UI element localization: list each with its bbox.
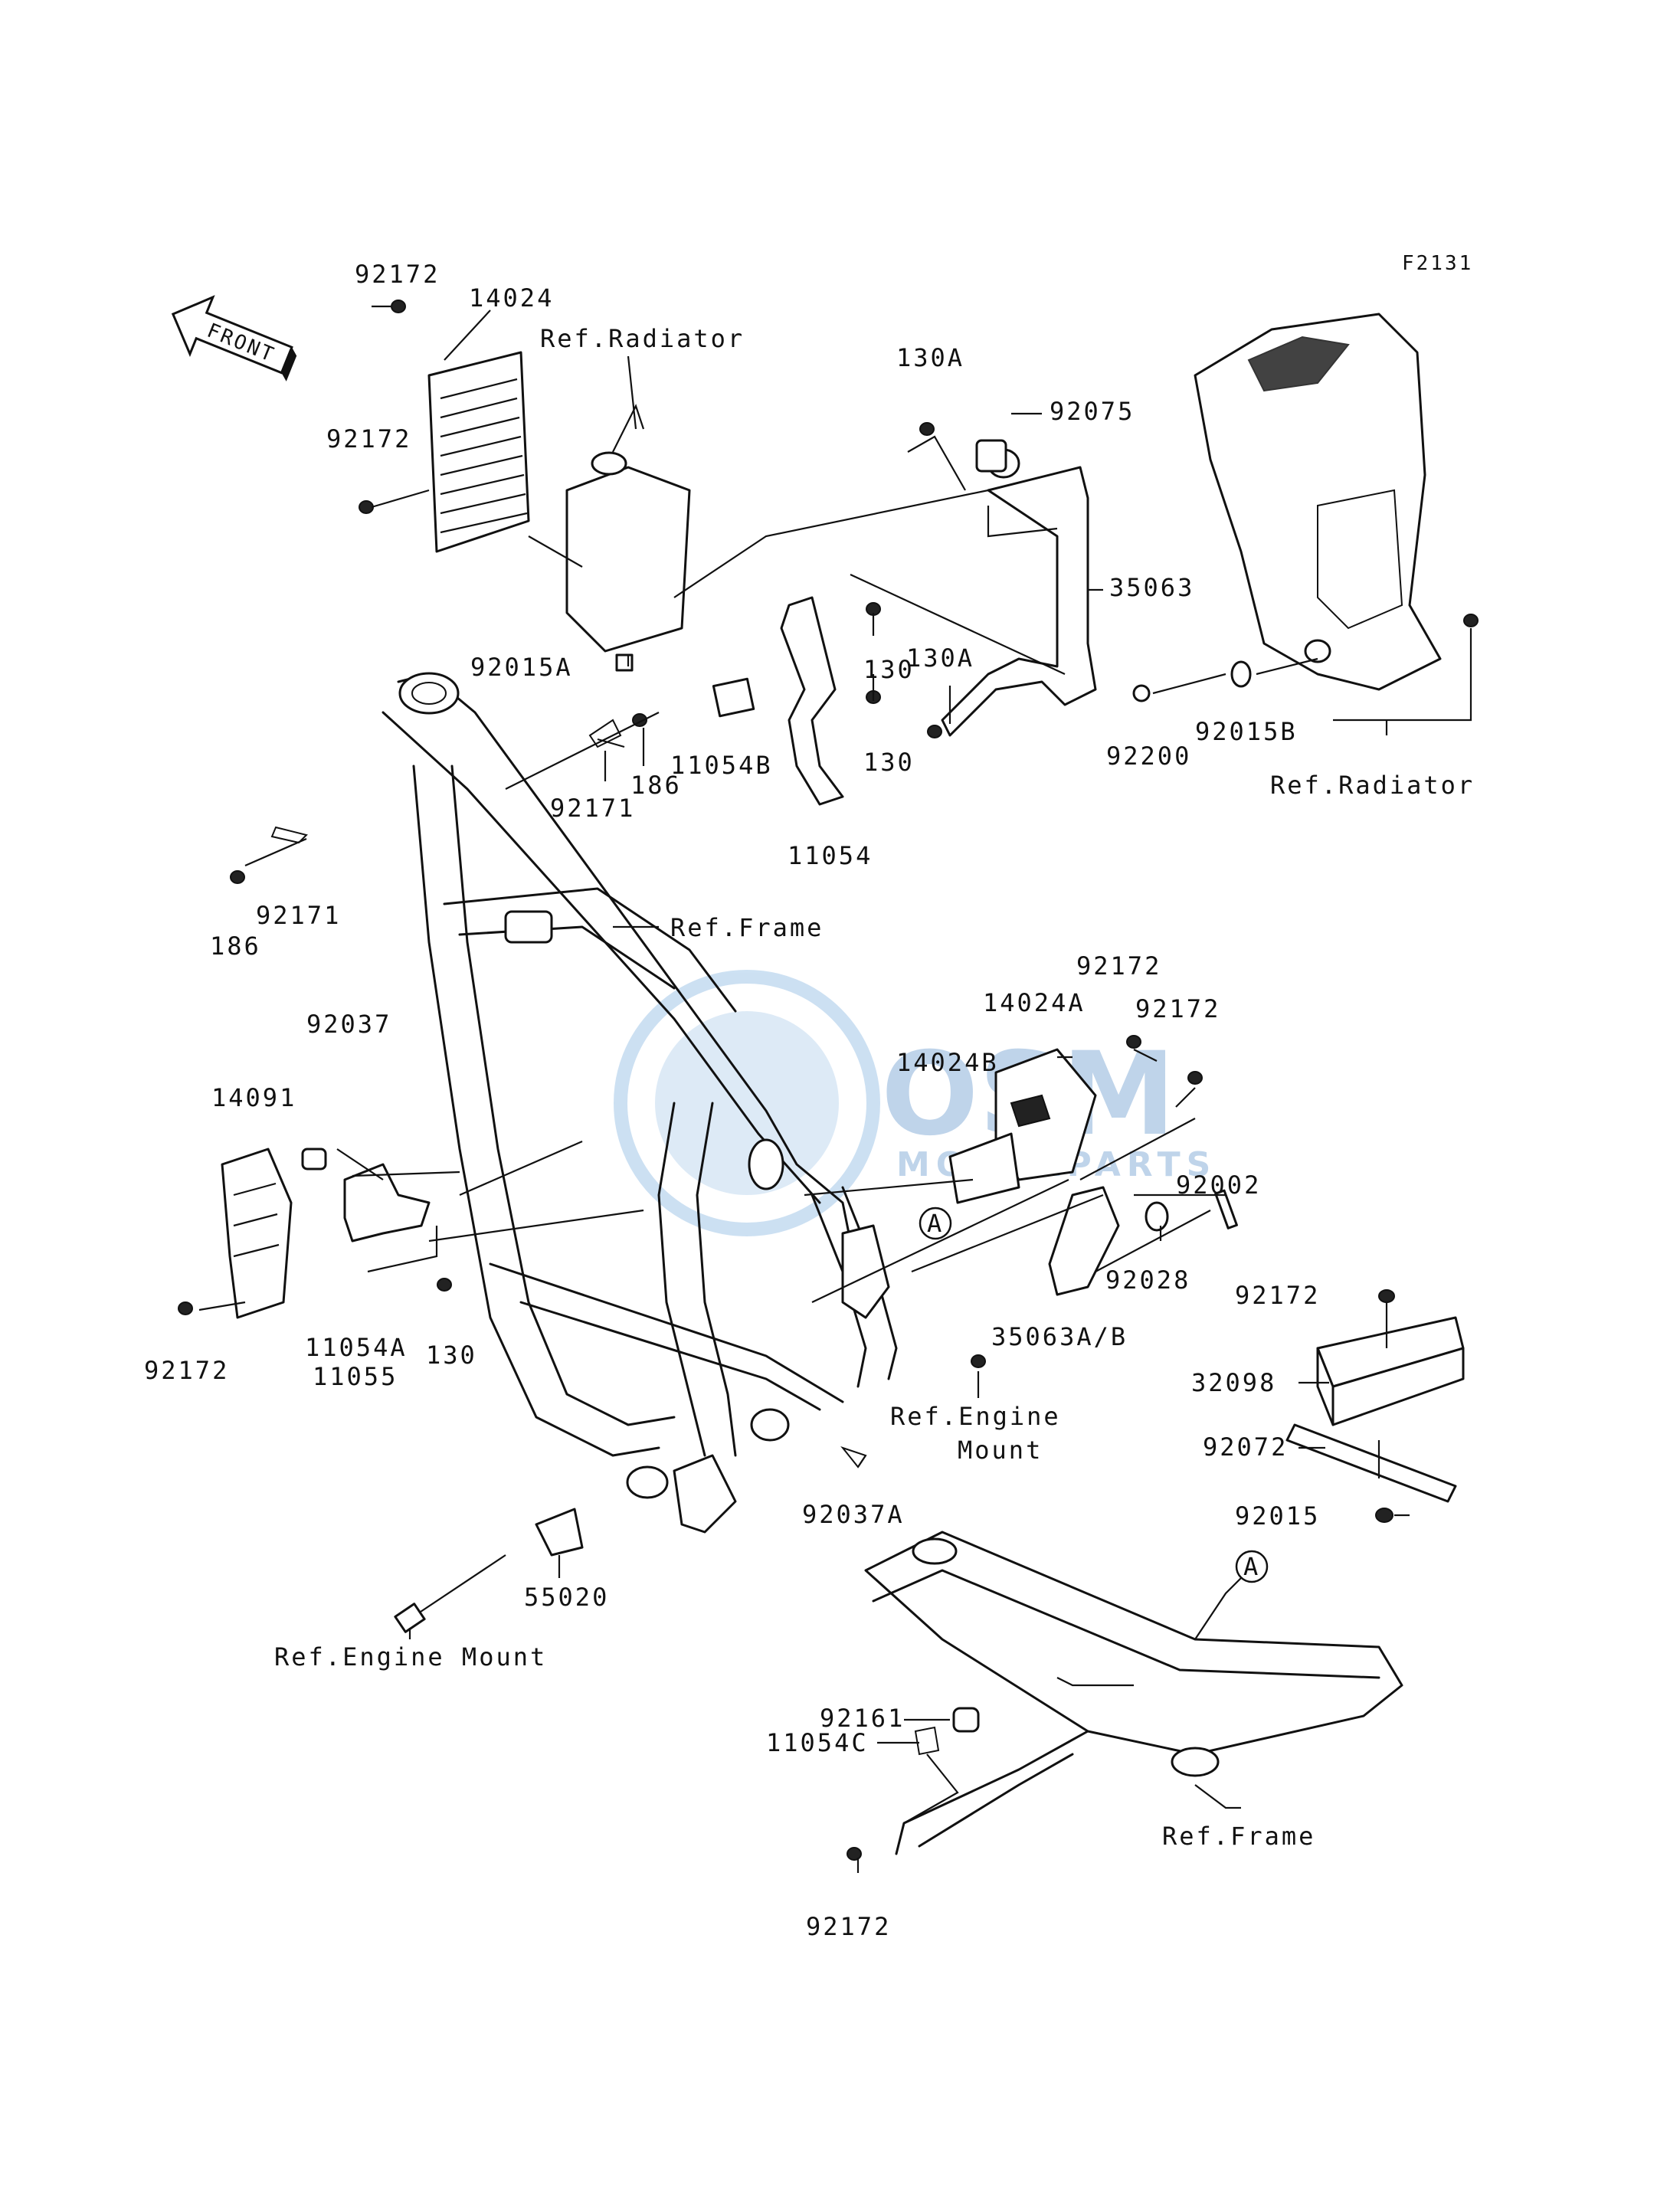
part-label-14091: 14091 <box>211 1083 296 1112</box>
radiator-guard-14024 <box>427 351 530 553</box>
toolbox-32098 <box>1316 1316 1465 1426</box>
part-label-55020: 55020 <box>524 1583 609 1612</box>
frame-lower-bracket <box>673 1454 737 1534</box>
callout-a-2-label: A <box>1243 1552 1260 1581</box>
frame-cradle-rear <box>696 1102 737 1457</box>
radiator-side-cover <box>1194 313 1442 691</box>
part-label-92200: 92200 <box>1106 742 1191 771</box>
figure-code: F2131 <box>1402 252 1473 275</box>
part-label-92161: 92161 <box>820 1704 905 1733</box>
part-label-11054: 11054 <box>788 841 873 870</box>
guard-14024b <box>948 1132 1020 1204</box>
lower-mount-boss <box>626 1465 669 1499</box>
frame-downtube-front <box>412 765 660 1457</box>
callout-a-1: A <box>919 1207 952 1240</box>
strap-92072 <box>1285 1423 1457 1503</box>
plate-14091 <box>221 1148 293 1319</box>
part-label-92172-b: 92172 <box>326 424 411 453</box>
frame-gusset <box>504 910 553 944</box>
part-label-92037: 92037 <box>306 1010 391 1039</box>
ref-radiator-top: Ref.Radiator <box>540 324 745 353</box>
ref-engine-mount-bottom: Ref.Engine Mount <box>274 1642 547 1671</box>
part-label-11054b: 11054B <box>670 751 773 780</box>
watermark-ring <box>614 970 880 1236</box>
ref-frame-main: Ref.Frame <box>670 913 824 942</box>
part-label-186-a: 186 <box>630 771 682 800</box>
part-label-92002: 92002 <box>1176 1171 1261 1200</box>
guard-14024a <box>994 1048 1097 1181</box>
part-label-14024: 14024 <box>469 283 554 313</box>
frame-crossmember-upper <box>443 887 737 1013</box>
part-label-130-b: 130 <box>863 748 915 777</box>
frame-cradle-front <box>657 1102 706 1457</box>
part-label-92172-f: 92172 <box>1235 1281 1320 1310</box>
steering-head-bore <box>411 682 447 705</box>
frame-backbone-lower <box>382 711 821 1204</box>
part-label-92172-d: 92172 <box>1135 994 1220 1023</box>
part-label-130a-mid: 130A <box>906 643 974 673</box>
part-label-92172-e: 92172 <box>144 1356 229 1385</box>
part-label-35063: 35063 <box>1109 573 1194 602</box>
part-label-130-a: 130 <box>863 655 915 684</box>
front-arrow: FRONT <box>171 295 297 381</box>
radiator-reservoir <box>565 404 691 653</box>
swingarm-pivot <box>748 1138 784 1190</box>
part-label-92171-a: 92171 <box>550 794 635 823</box>
clamp-55020 <box>535 1508 584 1557</box>
part-label-186-b: 186 <box>210 932 261 961</box>
part-label-92015b: 92015B <box>1195 717 1298 746</box>
part-label-130-c: 130 <box>426 1341 477 1370</box>
part-label-92172-c: 92172 <box>1076 951 1161 981</box>
ref-frame-bottom: Ref.Frame <box>1162 1822 1315 1851</box>
engine-mount-boss <box>750 1408 790 1442</box>
frame-bottom-rail <box>489 1262 844 1403</box>
part-label-14024a: 14024A <box>983 988 1086 1017</box>
part-label-92015: 92015 <box>1235 1501 1320 1531</box>
part-label-92171-b: 92171 <box>256 901 341 930</box>
callout-a-1-label: A <box>927 1209 944 1238</box>
frame-crossmember-lower <box>458 925 676 990</box>
part-label-11055: 11055 <box>313 1362 398 1391</box>
ref-radiator-right: Ref.Radiator <box>1270 771 1475 800</box>
bracket-11054 <box>712 596 844 806</box>
part-label-92172-a: 92172 <box>355 260 440 289</box>
frame-bottom-rail-2 <box>519 1301 821 1411</box>
ref-engine-mount-mid-1: Ref.Engine <box>890 1402 1061 1431</box>
bracket-35063ab <box>1048 1186 1120 1296</box>
part-label-92015a: 92015A <box>470 653 573 682</box>
fasteners <box>178 300 1479 1861</box>
part-label-11054c: 11054C <box>766 1728 869 1757</box>
long-bolt <box>394 1554 506 1633</box>
part-label-11054a: 11054A <box>305 1333 408 1362</box>
part-label-92072: 92072 <box>1203 1432 1288 1462</box>
frame-rear-bracket <box>841 1224 890 1319</box>
part-label-35063ab: 35063A/B <box>991 1322 1128 1351</box>
part-label-92075: 92075 <box>1050 397 1135 426</box>
bracket-35063 <box>941 448 1097 737</box>
callout-a-2: A <box>1235 1550 1269 1583</box>
frame-rear-upright-2 <box>841 1186 898 1380</box>
watermark: OSM MOTORPARTS <box>614 970 1210 1236</box>
leader-lines <box>198 305 1472 1873</box>
part-label-92037a: 92037A <box>802 1500 905 1529</box>
part-label-92172-g: 92172 <box>806 1912 891 1941</box>
frame-downtube-rear <box>450 765 676 1426</box>
front-arrow-shadow <box>281 347 297 381</box>
part-label-92028: 92028 <box>1105 1265 1190 1295</box>
subframe <box>864 1531 1403 1855</box>
part-label-130a-top: 130A <box>896 343 964 372</box>
watermark-globe <box>655 1011 839 1195</box>
part-label-14024b: 14024B <box>896 1048 999 1077</box>
part-label-32098: 32098 <box>1191 1368 1276 1397</box>
ref-engine-mount-mid-2: Mount <box>958 1436 1043 1465</box>
main-frame <box>382 672 898 1534</box>
